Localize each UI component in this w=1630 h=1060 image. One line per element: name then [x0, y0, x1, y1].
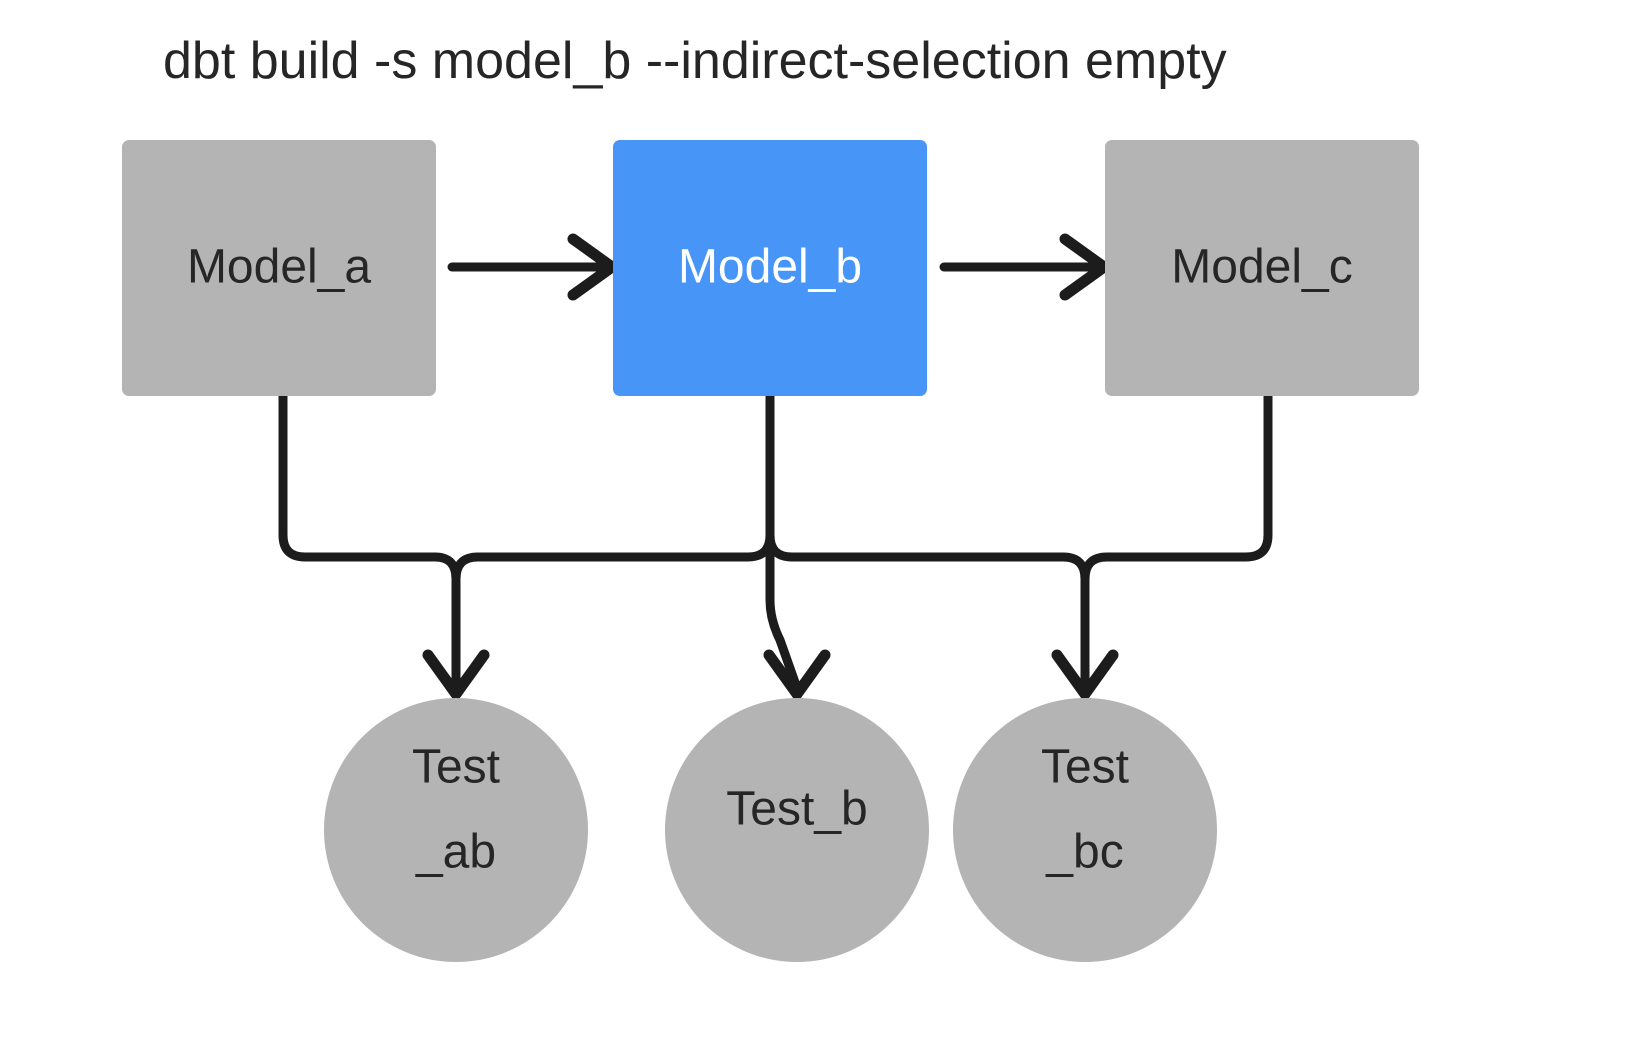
node-test-b[interactable]: Test_b: [665, 698, 929, 962]
edge-path: [451, 391, 775, 693]
arrowhead-icon: [763, 649, 831, 700]
node-model-a-label: Model_a: [187, 241, 371, 294]
edges-layer: [278, 233, 1273, 700]
node-test-b-label-line1: Test_b: [726, 783, 867, 836]
edge-model_b-to-test_b: [763, 391, 831, 700]
arrowhead-icon: [1051, 649, 1119, 700]
node-test-bc-label-line1: Test: [1041, 741, 1129, 794]
node-model-b-label: Model_b: [678, 241, 862, 294]
node-test-ab-label-line2: _ab: [415, 826, 496, 879]
edge-path: [1080, 391, 1273, 693]
node-test-ab[interactable]: Test _ab: [324, 698, 588, 962]
diagram-title: dbt build -s model_b --indirect-selectio…: [163, 32, 1227, 90]
arrowhead-icon: [422, 649, 490, 700]
test-nodes-layer: Test _ab Test_b Test _bc: [324, 698, 1217, 962]
arrowhead-icon: [1059, 233, 1110, 301]
model-nodes-layer: Model_a Model_b Model_c: [122, 140, 1419, 396]
node-model-b-shape[interactable]: [613, 140, 927, 396]
edge-path: [765, 435, 1090, 693]
node-test-ab-shape[interactable]: [324, 698, 588, 962]
edge-model_c-to-test_bc: [1080, 391, 1273, 693]
node-test-bc-shape[interactable]: [953, 698, 1217, 962]
node-model-c-shape[interactable]: [1105, 140, 1419, 396]
edge-path: [765, 391, 802, 693]
node-model-c-label: Model_c: [1171, 241, 1352, 294]
node-model-a[interactable]: Model_a: [122, 140, 436, 396]
node-test-ab-label-line1: Test: [412, 741, 500, 794]
node-model-b[interactable]: Model_b: [613, 140, 927, 396]
node-test-bc[interactable]: Test _bc: [953, 698, 1217, 962]
arrowhead-icon: [567, 233, 618, 301]
edge-model_a-to-model_b: [447, 233, 618, 301]
node-model-a-shape[interactable]: [122, 140, 436, 396]
node-model-c[interactable]: Model_c: [1105, 140, 1419, 396]
node-test-bc-label-line2: _bc: [1045, 826, 1123, 879]
edge-model_b-to-test_ab: [451, 391, 775, 693]
edge-model_b-to-model_c: [939, 233, 1110, 301]
edge-path: [278, 391, 461, 693]
node-test-b-shape[interactable]: [665, 698, 929, 962]
